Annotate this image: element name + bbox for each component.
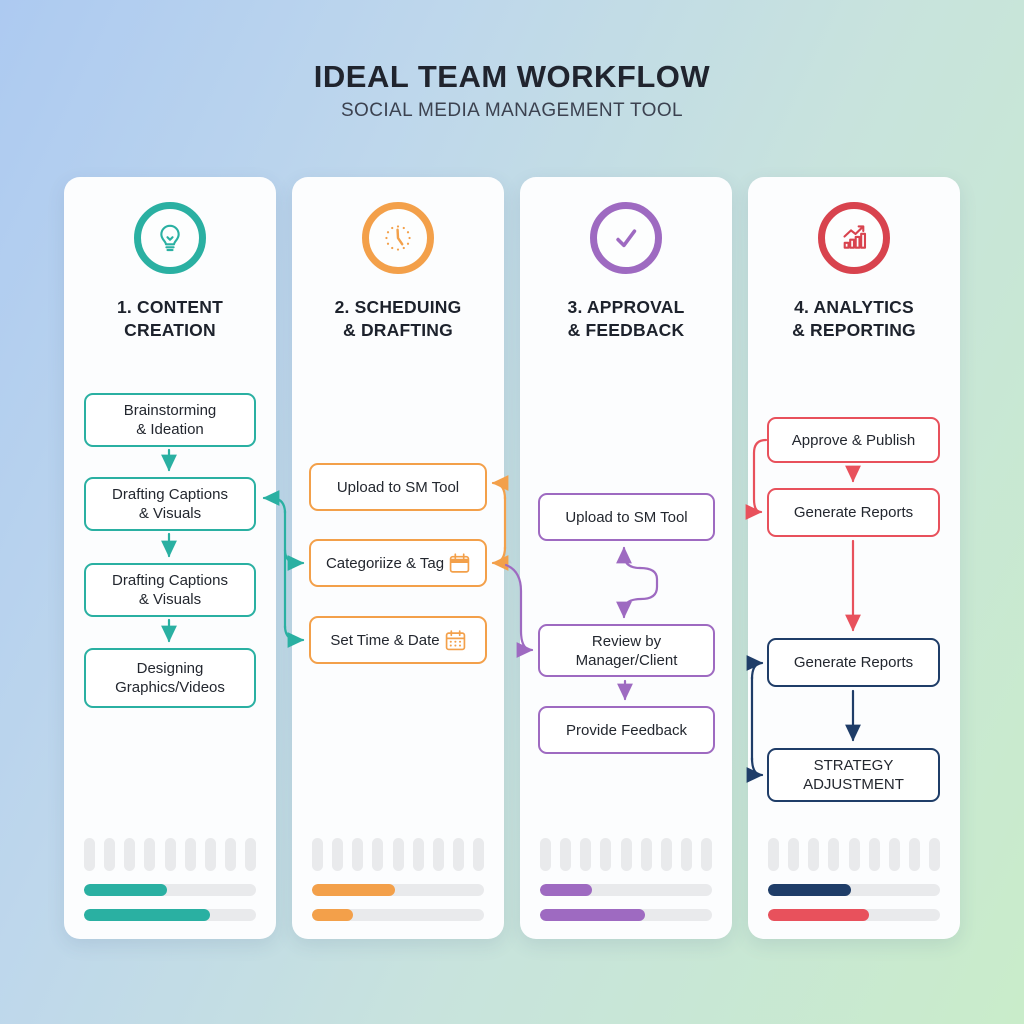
flow-step-label: Upload to SM Tool — [336, 478, 460, 496]
flow-step: Brainstorming & Ideation — [84, 393, 256, 447]
decoration-bars — [768, 838, 940, 871]
progress-bar — [312, 909, 484, 921]
progress-fill — [540, 884, 592, 896]
progress-fill — [312, 884, 395, 896]
progress-fill — [768, 909, 870, 921]
flow-step-label: Approve & Publish — [791, 431, 916, 449]
flow-step: Review by Manager/Client — [538, 624, 715, 677]
column-approval-feedback: 3. APPROVAL & FEEDBACK Upload to SM Tool… — [520, 177, 732, 939]
column-title: 4. ANALYTICS & REPORTING — [792, 297, 916, 340]
flow-step-label: Provide Feedback — [566, 721, 687, 739]
progress-bar — [768, 909, 940, 921]
flow-step-label: STRATEGY ADJUSTMENT — [803, 757, 904, 793]
progress-bar — [84, 884, 256, 896]
progress-fill — [84, 909, 210, 921]
flow-step: Upload to SM Tool — [538, 493, 715, 541]
flow-step-label: Generate Reports — [793, 654, 914, 671]
column-scheduling-drafting: 2. SCHEDUING & DRAFTING Upload to SM Too… — [292, 177, 504, 939]
lightbulb-icon — [134, 202, 206, 274]
progress-bar — [768, 884, 940, 896]
column-title: 3. APPROVAL & FEEDBACK — [567, 297, 685, 340]
flow-step: Provide Feedback — [538, 706, 715, 754]
flow-step: Generate Reports — [767, 638, 940, 687]
flow-step: Upload to SM Tool — [309, 463, 487, 511]
flow-step-label: Categoriize & Tag — [325, 554, 445, 572]
flow-step-label: Brainstorming & Ideation — [123, 402, 217, 438]
decoration-bars — [84, 838, 256, 871]
flow-step: Approve & Publish — [767, 417, 940, 463]
page-subtitle: SOCIAL MEDIA MANAGEMENT TOOL — [340, 100, 684, 121]
column-title: 2. SCHEDUING & DRAFTING — [334, 297, 462, 340]
bar-chart-icon — [818, 202, 890, 274]
flow-step: Categoriize & Tag — [309, 539, 487, 587]
checkmark-icon — [590, 202, 662, 274]
flow-step-label: Drafting Captions & Visuals — [112, 572, 228, 608]
column-content-creation: 1. CONTENT CREATION Brainstorming & Idea… — [64, 177, 276, 939]
flow-step-label: Upload to SM Tool — [565, 508, 688, 526]
flow-step-label: Generate Reports — [793, 504, 914, 521]
progress-bar — [540, 909, 712, 921]
progress-fill — [84, 884, 167, 896]
progress-bar — [540, 884, 712, 896]
column-analytics-reporting: 4. ANALYTICS & REPORTING Approve & Publi… — [748, 177, 960, 939]
clock-icon — [362, 202, 434, 274]
calendar-icon — [449, 552, 470, 573]
flow-step: Designing Graphics/Videos — [84, 648, 256, 708]
flow-step-label: Designing Graphics/Videos — [115, 660, 225, 696]
flow-step: STRATEGY ADJUSTMENT — [767, 748, 940, 802]
flow-step: Drafting Captions & Visuals — [84, 563, 256, 617]
decoration-bars — [312, 838, 484, 871]
progress-fill — [768, 884, 851, 896]
flow-step-label: Drafting Captions & Visuals — [112, 486, 228, 522]
decoration-bars — [540, 838, 712, 871]
progress-bar — [84, 909, 256, 921]
flow-step: Generate Reports — [767, 488, 940, 537]
flow-step-label: Review by Manager/Client — [575, 632, 678, 669]
progress-fill — [312, 909, 354, 921]
progress-fill — [540, 909, 645, 921]
progress-bar — [312, 884, 484, 896]
page-title: IDEAL TEAM WORKFLOW — [313, 59, 711, 94]
flow-step: Drafting Captions & Visuals — [84, 477, 256, 531]
flow-step-label: Set Time & Date — [330, 631, 440, 649]
column-title: 1. CONTENT CREATION — [116, 297, 224, 340]
calendar-grid-icon — [445, 629, 465, 650]
flow-step: Set Time & Date — [309, 616, 487, 664]
